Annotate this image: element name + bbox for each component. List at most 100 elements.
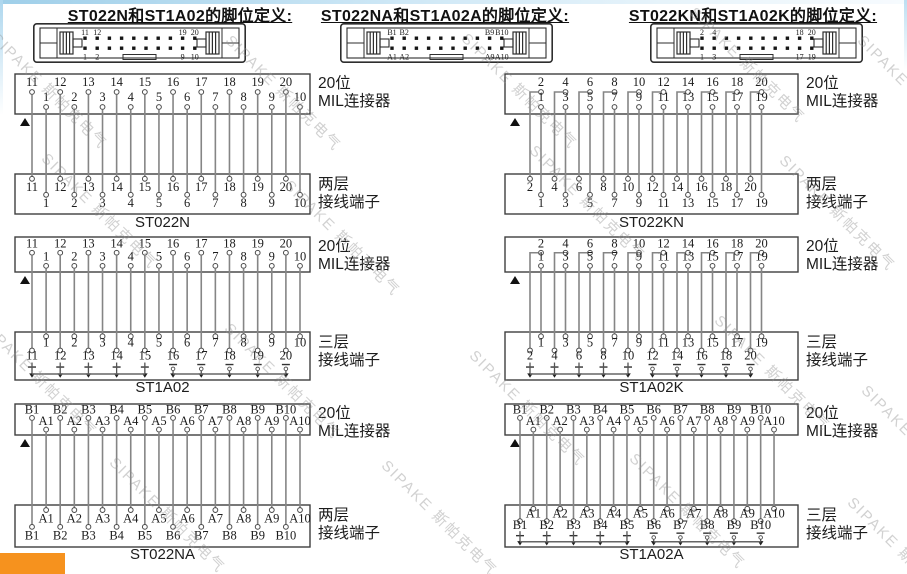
triangle-marker [510, 439, 520, 447]
terminal-label: 接线端子 [806, 351, 868, 369]
mil-pin-label: 4 [128, 90, 135, 104]
pin-circle [562, 333, 569, 340]
pin-circle [758, 104, 765, 110]
terminal-pin-label: 7 [611, 335, 617, 349]
terminal-pin-label: 6 [184, 196, 190, 210]
pin-circle [212, 104, 219, 110]
mil-pin-label: 13 [82, 75, 95, 89]
terminal-pin-label: B10 [275, 528, 296, 542]
pin-circle [99, 333, 106, 340]
terminal-label: 三层 [806, 507, 837, 524]
mil-pin-label: 11 [657, 90, 669, 104]
pin-circle [757, 518, 764, 525]
connector-pin-label: A2 [399, 53, 409, 62]
connector-pin-label: 12 [93, 28, 101, 37]
terminal-pin-label: 10 [622, 180, 635, 194]
pin-circle [198, 175, 205, 182]
mil-pin-label: 4 [562, 237, 569, 251]
pin-circle [85, 415, 92, 421]
top-gradient-bar [0, 0, 907, 4]
mil-pin-label: 13 [82, 237, 95, 251]
pin-circle [709, 104, 716, 110]
terminal-pin-label: 12 [646, 180, 659, 194]
terminal-pin-label: 16 [167, 180, 180, 194]
terminal-pin-label: B4 [593, 518, 608, 532]
pin-circle [156, 507, 162, 513]
terminal-pin-label: B3 [566, 518, 581, 532]
pin-circle [254, 89, 261, 95]
mil-pin-label: 15 [706, 90, 719, 104]
wire [602, 91, 613, 177]
mil-pin-label: 16 [167, 75, 180, 89]
pin-circle [85, 523, 92, 530]
terminal-pin-label: A4 [606, 507, 622, 521]
connector-pin-label: A10 [495, 53, 509, 62]
pin-circle [583, 426, 590, 433]
pin-circle [744, 505, 751, 512]
wire [651, 91, 662, 177]
terminal-pin-label: 14 [671, 349, 684, 363]
pin-circle [99, 507, 106, 513]
pin-circle [184, 191, 191, 198]
terminal-pin-label: 5 [156, 196, 162, 210]
mil-label: 20位 [318, 237, 351, 255]
pin-circle [43, 507, 50, 513]
connector-pin-label: 11 [81, 28, 89, 37]
pin-circle [57, 89, 64, 95]
terminal-label: 接线端子 [806, 524, 868, 542]
wire [700, 91, 711, 177]
pin-circle [156, 191, 162, 198]
terminal-pin-label: B5 [620, 518, 635, 532]
terminal-pin-label: 19 [755, 196, 768, 210]
mil-label: 20位 [806, 74, 839, 92]
mil-pin-label: B1 [513, 402, 528, 416]
terminal-pin-label: A5 [633, 507, 648, 521]
mil-pin-label: 17 [731, 250, 744, 264]
terminal-pin-label: A4 [123, 512, 139, 526]
pin-circle [99, 104, 106, 110]
terminal-pin-label: A8 [713, 507, 728, 521]
terminal-pin-label: 14 [671, 180, 684, 194]
pin-circle [530, 426, 537, 433]
pin-circle [600, 347, 607, 354]
caption: ST022KN [619, 214, 684, 231]
connector-pin-label: 19 [808, 53, 816, 62]
pin-circle [538, 104, 544, 110]
terminal-pin-label: A7 [686, 507, 701, 521]
terminal-pin-label: 1 [538, 335, 544, 349]
pin-circle [709, 333, 716, 340]
terminal-pin-label: B1 [513, 518, 528, 532]
terminal-pin-label: 1 [43, 196, 49, 210]
pin-circle [747, 347, 754, 354]
terminal-pin-label: A8 [236, 512, 251, 526]
pin-circle [282, 415, 289, 421]
mil-label: MIL连接器 [806, 255, 879, 273]
mil-pin-label: 4 [562, 75, 569, 89]
pin-circle [113, 175, 120, 182]
pin-circle [650, 415, 657, 421]
pin-circle [677, 518, 684, 525]
mil-pin-label: 11 [657, 250, 669, 264]
pin-circle [690, 505, 697, 512]
terminal-pin-label: 16 [167, 349, 180, 363]
mil-pin-label: 16 [167, 237, 180, 251]
mil-pin-label: 14 [110, 237, 123, 251]
terminal-pin-label: 11 [26, 180, 38, 194]
pin-circle [57, 523, 64, 530]
mil-pin-label: 1 [538, 250, 544, 264]
pin-circle [226, 347, 233, 354]
pin-circle [127, 507, 134, 513]
mil-pin-label: 14 [110, 75, 123, 89]
terminal-pin-label: 10 [294, 335, 307, 349]
mil-pin-label: 20 [280, 75, 293, 89]
connector-pin-label: 2 [700, 28, 704, 37]
terminal-pin-label: B8 [700, 518, 715, 532]
pin-circle [99, 191, 106, 198]
terminal-box [14, 331, 311, 381]
mil-pin-label: A3 [95, 414, 110, 428]
mil-pin-label: A4 [123, 414, 139, 428]
pin-circle [704, 518, 711, 525]
pin-circle [690, 426, 697, 433]
